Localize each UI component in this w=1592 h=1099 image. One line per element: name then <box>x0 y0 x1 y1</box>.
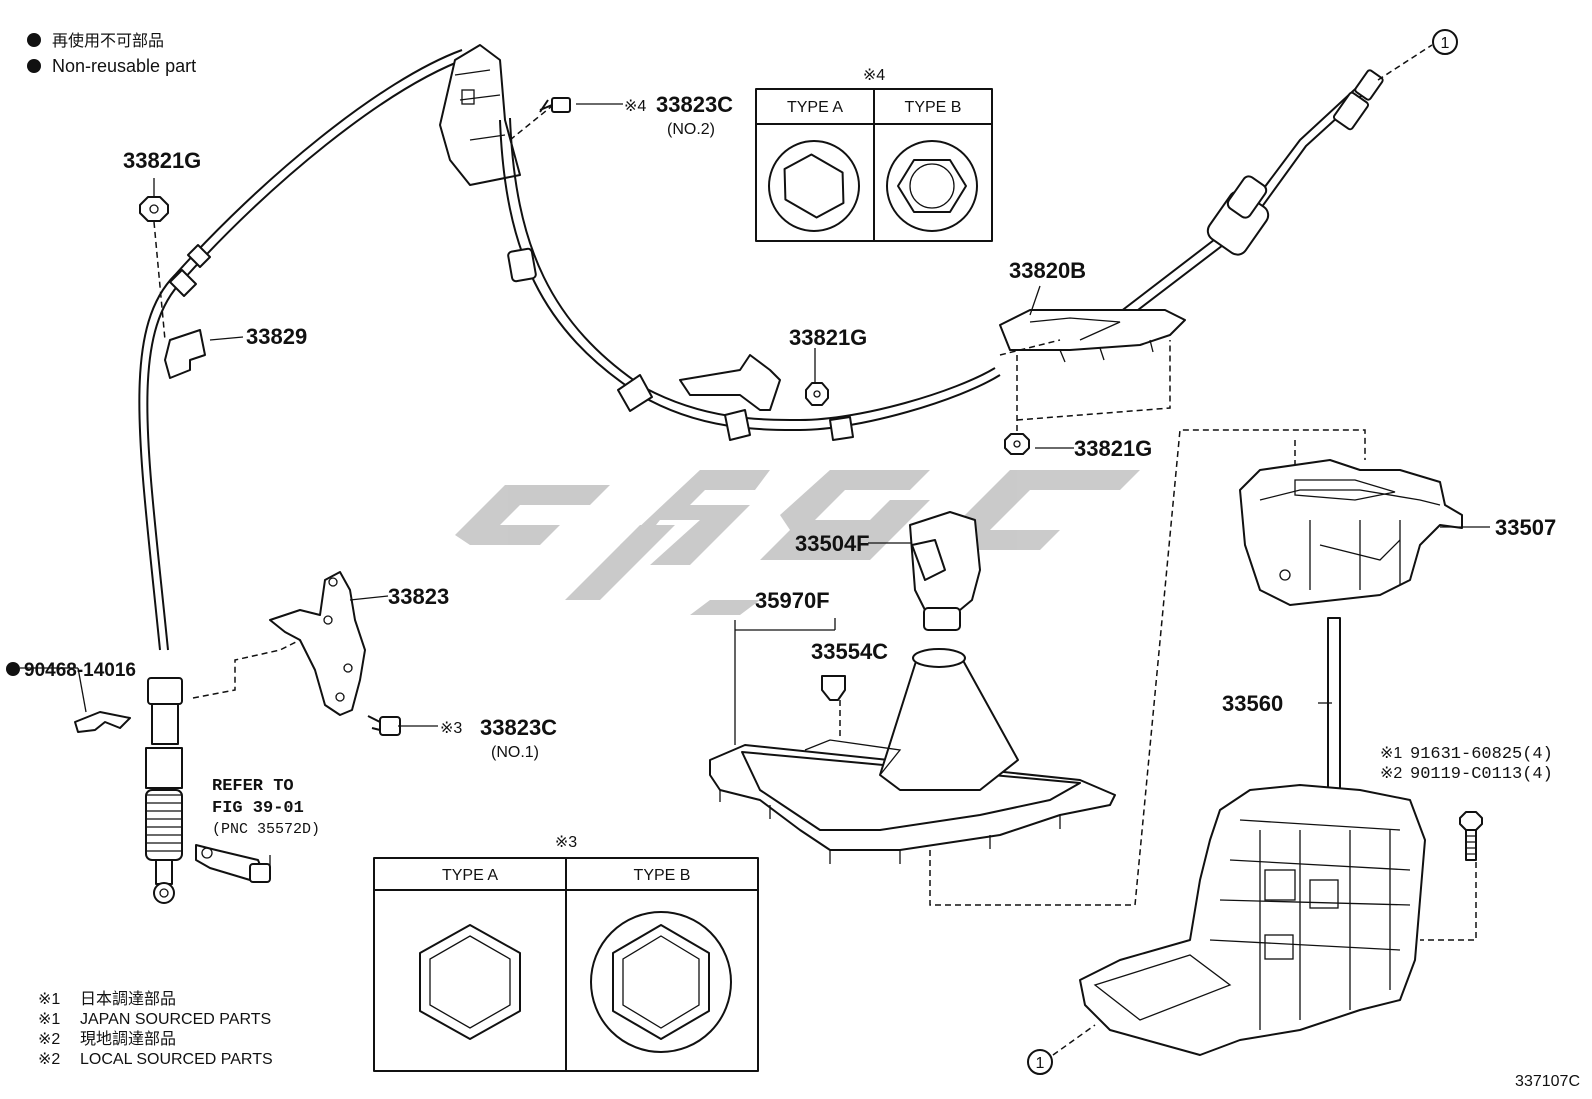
refer-line2: FIG 39-01 <box>212 799 304 818</box>
label-90468: 90468-14016 <box>24 660 136 681</box>
note-text: 現地調達部品 <box>80 1030 176 1048</box>
note-mark: ※2 <box>38 1031 60 1048</box>
nut-33821g-icon <box>139 196 169 222</box>
cable-mid-bracket <box>679 354 781 411</box>
housing-33507 <box>1239 459 1463 606</box>
dashed-guides <box>153 44 1477 1056</box>
left-cable <box>138 49 469 904</box>
label-91631: 91631-60825(4) <box>1410 745 1553 764</box>
note-mark: ※2 <box>38 1051 60 1068</box>
legend-bullet-icon <box>27 59 41 73</box>
label-33829: 33829 <box>246 324 307 349</box>
label-33823c-no2: 33823C <box>656 92 733 117</box>
label-35970f: 35970F <box>755 588 830 613</box>
legend-en: Non-reusable part <box>52 56 196 76</box>
label-33821g-b: 33821G <box>789 325 867 350</box>
label-33504f: 33504F <box>795 531 870 556</box>
note-mark: ※1 <box>38 991 60 1008</box>
refer-line3: (PNC 35572D) <box>212 821 320 838</box>
nut-33821g-icon <box>805 382 829 406</box>
label-33507: 33507 <box>1495 515 1556 540</box>
label-33820b: 33820B <box>1009 258 1086 283</box>
type-box-3-type-b: TYPE B <box>634 867 691 884</box>
note-text: LOCAL SOURCED PARTS <box>80 1051 273 1068</box>
cable-upper-bracket <box>439 44 521 186</box>
label-90119: 90119-C0113(4) <box>1410 765 1553 784</box>
label-33554c: 33554C <box>811 639 888 664</box>
connector-ref-icon: 1 <box>1432 29 1458 55</box>
shift-boot-35970f <box>709 648 1116 864</box>
lever-pin-icon <box>195 844 271 883</box>
bracket-33820b <box>999 309 1186 363</box>
label-33823c-no1: 33823C <box>480 715 557 740</box>
label-33821g-a: 33821G <box>123 148 201 173</box>
svg-text:1: 1 <box>1441 35 1450 52</box>
clip-33554c-icon <box>821 675 846 701</box>
type-box-4-type-a: TYPE A <box>787 99 843 116</box>
type-box-4-mark: ※4 <box>863 67 885 84</box>
note-text: JAPAN SOURCED PARTS <box>80 1011 271 1028</box>
type-box-4-type-b: TYPE B <box>905 99 962 116</box>
non-reusable-bullet-icon <box>6 662 20 676</box>
shift-lever-33560 <box>1079 617 1426 1056</box>
bolt-91631-icon <box>1459 811 1483 861</box>
type-box-3-mark: ※3 <box>555 834 577 851</box>
label-91631-mark: ※1 <box>1380 745 1402 762</box>
label-90119-mark: ※2 <box>1380 765 1402 782</box>
bolt-33823c-no1-icon <box>367 715 401 736</box>
note-text: 日本調達部品 <box>80 990 176 1008</box>
footnotes: ※1 日本調達部品 ※1 JAPAN SOURCED PARTS ※2 現地調達… <box>38 990 273 1068</box>
label-33823c-no1-sub: (NO.1) <box>491 744 539 761</box>
label-33823c-no1-mark: ※3 <box>440 720 462 737</box>
legend-bullet-icon <box>27 33 41 47</box>
bracket-33823 <box>269 571 366 716</box>
diagram-code: 337107C <box>1515 1073 1580 1090</box>
type-box-3-type-a: TYPE A <box>442 867 498 884</box>
bolt-33823c-no2-icon <box>539 97 571 113</box>
label-33823c-no2-sub: (NO.2) <box>667 121 715 138</box>
cable-end-assembly <box>1089 69 1384 343</box>
shift-cable <box>499 117 1001 441</box>
label-33821g-c: 33821G <box>1074 436 1152 461</box>
legend-jp: 再使用不可部品 <box>52 32 164 50</box>
label-33560: 33560 <box>1222 691 1283 716</box>
nut-33821g-icon <box>1004 433 1030 455</box>
clip-90468-icon <box>74 711 131 733</box>
shift-knob-33504f <box>909 511 981 631</box>
connector-ref-icon: 1 <box>1027 1049 1053 1075</box>
label-33823: 33823 <box>388 584 449 609</box>
label-33823c-no2-mark: ※4 <box>624 98 646 115</box>
refer-line1: REFER TO <box>212 777 294 796</box>
clip-33829-icon <box>164 329 206 379</box>
type-box-4 <box>755 88 993 242</box>
type-box-3 <box>373 857 759 1072</box>
leader-lines <box>20 103 1490 868</box>
note-mark: ※1 <box>38 1011 60 1028</box>
svg-text:1: 1 <box>1036 1055 1045 1072</box>
